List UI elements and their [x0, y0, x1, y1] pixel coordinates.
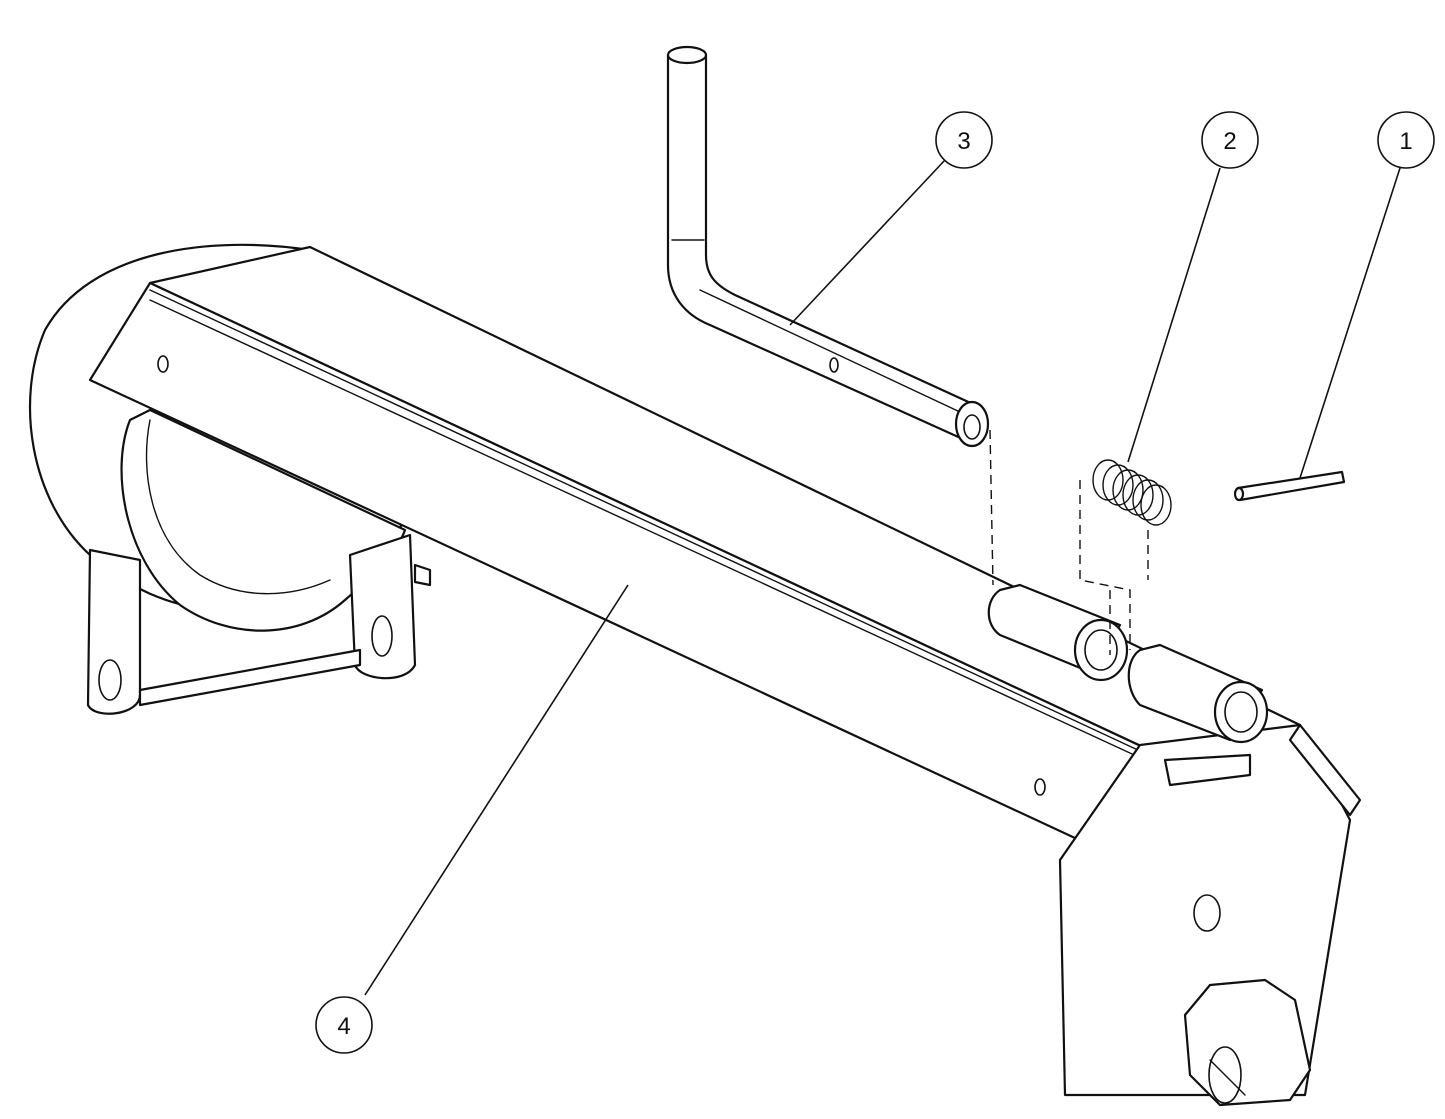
leader-line-3 [789, 159, 946, 326]
leader-line-4 [364, 584, 629, 996]
part-3-handle-pin [666, 45, 994, 586]
balloon-1: 1 [1377, 111, 1435, 169]
balloon-2: 2 [1201, 111, 1259, 169]
balloon-1-label: 1 [1399, 128, 1412, 155]
part-4-bracket [28, 243, 1362, 1107]
balloon-4: 4 [315, 996, 373, 1054]
balloon-2-label: 2 [1223, 128, 1236, 155]
balloon-3-label: 3 [957, 128, 970, 155]
balloon-4-label: 4 [337, 1013, 350, 1040]
leader-line-2 [1127, 167, 1221, 463]
balloon-3: 3 [935, 111, 993, 169]
part-1-roll-pin [1233, 470, 1346, 502]
leader-lines [364, 159, 1401, 996]
leader-line-1 [1299, 167, 1401, 479]
part-2-spring [1079, 459, 1172, 655]
